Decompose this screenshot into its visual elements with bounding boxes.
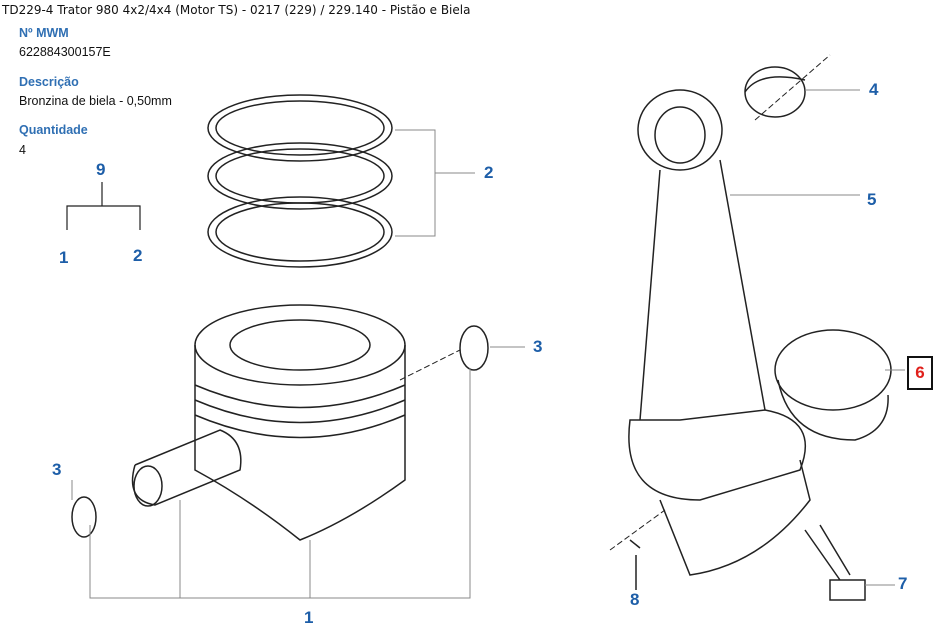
quantity-label: Quantidade bbox=[19, 123, 88, 137]
connecting-rod bbox=[628, 89, 811, 576]
callout-5[interactable]: 5 bbox=[867, 190, 877, 209]
description-value: Bronzina de biela - 0,50mm bbox=[19, 94, 172, 108]
callout-7[interactable]: 7 bbox=[898, 574, 908, 593]
callout-3-left[interactable]: 3 bbox=[52, 460, 62, 479]
description-label: Descrição bbox=[19, 75, 79, 89]
callout-6-selected[interactable]: 6 bbox=[907, 356, 933, 390]
callout-2[interactable]: 2 bbox=[484, 163, 494, 182]
callout-1[interactable]: 1 bbox=[304, 608, 314, 627]
callout-9[interactable]: 9 bbox=[96, 160, 106, 179]
piston bbox=[131, 304, 406, 541]
callout-4[interactable]: 4 bbox=[869, 80, 879, 99]
mwm-label: Nº MWM bbox=[19, 26, 69, 40]
callout-2-ring-set[interactable]: 2 bbox=[133, 246, 143, 265]
piston-rings bbox=[207, 94, 393, 268]
callout-1-ring-set[interactable]: 1 bbox=[59, 248, 69, 267]
breadcrumb: TD229-4 Trator 980 4x2/4x4 (Motor TS) - … bbox=[2, 3, 471, 17]
callout-8[interactable]: 8 bbox=[630, 590, 640, 609]
mwm-value: 622884300157E bbox=[19, 45, 111, 59]
bearing-shell bbox=[774, 329, 892, 441]
quantity-value: 4 bbox=[19, 143, 26, 157]
callout-3-right[interactable]: 3 bbox=[533, 337, 543, 356]
